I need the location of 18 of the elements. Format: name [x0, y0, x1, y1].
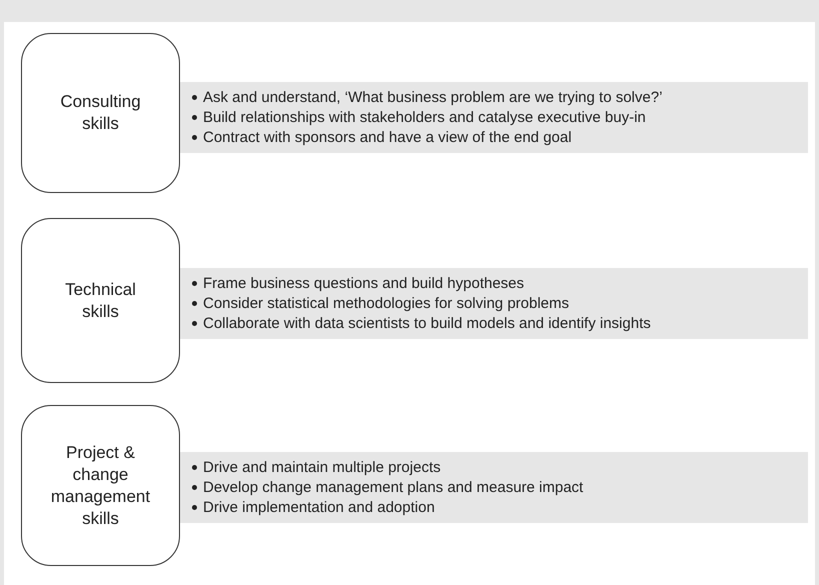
text-band	[180, 452, 808, 523]
rounded-box	[21, 405, 180, 566]
bullet-item: Consider statistical methodologies for solving problems	[203, 294, 570, 314]
bullet-item: Collaborate with data scientists to build models and identify insights	[203, 314, 651, 334]
bullet-item: Frame business questions and build hypotheses	[203, 274, 524, 294]
box-label: Consulting skills	[59, 91, 142, 135]
box-label: Technical skills	[64, 278, 137, 322]
bullet-item: Contract with sponsors and have a view of the end goal	[203, 128, 572, 148]
rounded-box	[21, 33, 180, 193]
bullet-item: Drive and maintain multiple projects	[203, 458, 441, 478]
bullet-item: Develop change management plans and measure impact	[203, 478, 584, 498]
bullet-item: Build relationships with stakeholders and catalyse executive buy-in	[203, 108, 646, 128]
bullet-item: Ask and understand, ‘What business problem are we trying to solve?’	[203, 88, 662, 108]
bullet-item: Drive implementation and adoption	[203, 498, 435, 518]
box-label: Project & change management skills	[50, 442, 150, 530]
text-band	[180, 268, 808, 339]
text-band	[180, 82, 808, 153]
rounded-box	[21, 218, 180, 383]
